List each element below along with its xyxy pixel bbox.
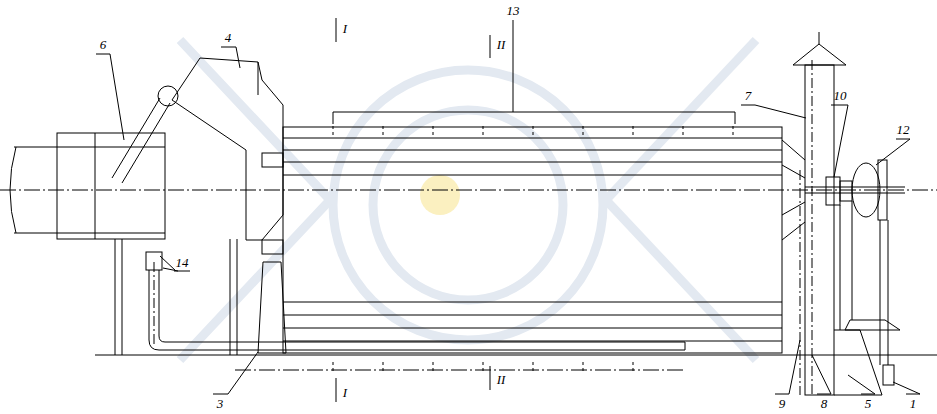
callout-number: 14 <box>175 256 190 269</box>
callout-number: 5 <box>864 397 873 410</box>
machine <box>0 20 937 395</box>
callout-number: 7 <box>744 89 753 102</box>
callout-number: 10 <box>833 89 848 102</box>
callout-number: 1 <box>909 397 918 410</box>
leader-lines <box>96 18 920 402</box>
section-mark: I <box>342 22 348 35</box>
watermark <box>180 40 756 360</box>
section-mark: I <box>342 386 348 399</box>
callout-number: 13 <box>506 4 521 17</box>
callout-number: 4 <box>224 31 233 44</box>
watermark-bulb <box>420 175 460 215</box>
callout-number: 9 <box>778 397 787 410</box>
callout-number: 12 <box>896 123 911 136</box>
callout-number: 6 <box>99 38 108 51</box>
section-mark: II <box>496 373 507 386</box>
callout-number: 3 <box>216 397 225 410</box>
callout-number: 8 <box>820 397 829 410</box>
section-mark: II <box>496 38 507 51</box>
